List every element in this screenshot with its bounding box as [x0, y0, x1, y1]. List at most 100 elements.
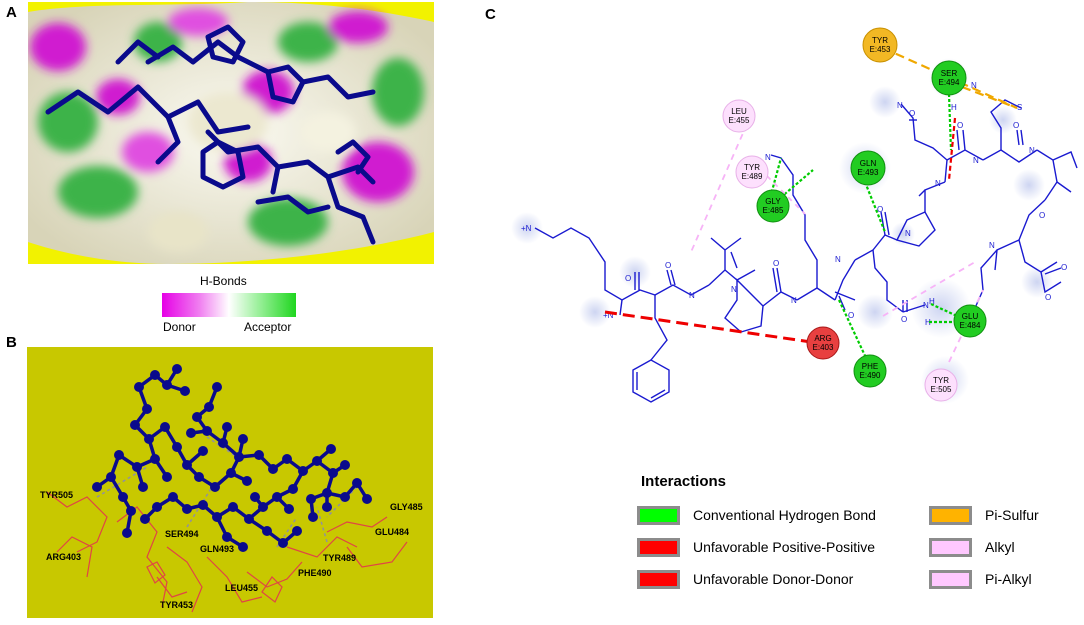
ligand-atom	[160, 422, 170, 432]
svg-text:TYR: TYR	[933, 376, 949, 385]
ligand-atom	[212, 382, 222, 392]
label-gly485: GLY485	[390, 502, 423, 512]
ligand-atom	[192, 412, 202, 422]
label-phe490: PHE490	[298, 568, 332, 578]
ligand-atom	[352, 478, 362, 488]
ligand-atom	[292, 526, 302, 536]
legend-label: Conventional Hydrogen Bond	[693, 507, 876, 523]
legend-label: Unfavorable Donor-Donor	[693, 571, 854, 587]
ligand-atom	[254, 450, 264, 460]
svg-text:S: S	[1017, 103, 1022, 112]
panel-b-ballstick-image: TYR505 ARG403 SER494 GLN493 TYR453 LEU45…	[27, 347, 433, 618]
residue-arg403: ARG E:403	[806, 326, 840, 360]
ligand-atom	[140, 514, 150, 524]
legend-label: Pi-Alkyl	[985, 571, 1032, 587]
svg-text:E:489: E:489	[742, 172, 763, 181]
unfavorable-arg403	[604, 310, 812, 344]
legend-swatch	[637, 538, 680, 557]
ligand-atom	[182, 504, 192, 514]
label-ser494: SER494	[165, 529, 199, 539]
legend-swatch	[929, 570, 972, 589]
ligand-atom	[212, 512, 222, 522]
hbond-phe490	[838, 299, 868, 361]
ligand-atom	[144, 434, 154, 444]
svg-text:N: N	[689, 291, 695, 300]
ligand-atom	[298, 466, 308, 476]
panel-c-2d-interaction-diagram: +N +N O O N N O N N O O N O N N O N O N …	[505, 0, 1084, 420]
ligand-atom	[272, 492, 282, 502]
ligand-atom	[204, 402, 214, 412]
alkyl-tyr505	[948, 289, 984, 363]
ligand-atom	[244, 514, 254, 524]
ligand-atom	[202, 426, 212, 436]
ligand-atom	[268, 464, 278, 474]
ligand-atom	[222, 532, 232, 542]
interactions-legend: Interactions Conventional Hydrogen Bond …	[631, 463, 1051, 618]
interaction-svg: +N +N O O N N O N N O O N O N N O N O N …	[511, 27, 1078, 404]
ligand-atom	[118, 492, 128, 502]
panel-a-surface-image	[28, 2, 434, 264]
ligand-atom	[238, 434, 248, 444]
ligand-atom-labels: +N +N O O N N O N N O O N O N N O N O N …	[521, 81, 1067, 327]
svg-text:H: H	[925, 318, 931, 327]
svg-text:GLN: GLN	[860, 159, 877, 168]
ligand-atom	[106, 472, 116, 482]
ligand-atom	[210, 482, 220, 492]
unfavorable-line-ser	[947, 117, 957, 181]
hbond-gln493	[863, 181, 887, 233]
residue-labels: TYR505 ARG403 SER494 GLN493 TYR453 LEU45…	[40, 490, 423, 610]
svg-text:N: N	[923, 301, 929, 310]
label-arg403: ARG403	[46, 552, 81, 562]
ligand-ballstick	[92, 364, 372, 552]
svg-text:O: O	[1039, 211, 1045, 220]
residue-tyr489: TYR E:489	[735, 155, 769, 189]
ligand-atom	[198, 500, 208, 510]
ligand-skeleton	[534, 99, 1078, 403]
ligand-atom	[132, 462, 142, 472]
ligand-atom	[138, 482, 148, 492]
ligand-atom	[312, 456, 322, 466]
label-tyr505: TYR505	[40, 490, 73, 500]
residue-leu455: LEU E:455	[722, 99, 756, 133]
ligand-atom	[162, 380, 172, 390]
residue-phe490: PHE E:490	[853, 354, 887, 388]
ligand-atom	[134, 382, 144, 392]
ligand-atom	[182, 460, 192, 470]
ligand-atom	[278, 538, 288, 548]
svg-text:+N: +N	[521, 224, 532, 233]
ligand-atom	[162, 472, 172, 482]
residue-nodes: TYR E:453 SER E:494 LEU E:455 TYR E:489 …	[722, 27, 987, 402]
panel-a-letter: A	[6, 4, 17, 21]
svg-text:N: N	[971, 81, 977, 90]
svg-text:N: N	[765, 153, 771, 162]
svg-text:GLY: GLY	[765, 197, 781, 206]
label-leu455: LEU455	[225, 583, 258, 593]
panel-c-letter: C	[485, 6, 496, 23]
ligand-atom	[242, 476, 252, 486]
surface-svg	[28, 2, 434, 264]
svg-text:N: N	[791, 296, 797, 305]
svg-text:N: N	[989, 241, 995, 250]
ligand-atom	[180, 386, 190, 396]
ligand-atom	[306, 494, 316, 504]
ligand-atom	[262, 526, 272, 536]
svg-text:E:490: E:490	[860, 371, 881, 380]
svg-text:E:505: E:505	[931, 385, 952, 394]
legend-swatch	[637, 570, 680, 589]
svg-text:E:494: E:494	[939, 78, 960, 87]
ligand-atom	[282, 454, 292, 464]
svg-text:GLU: GLU	[962, 312, 979, 321]
legend-label: Unfavorable Positive-Positive	[693, 539, 876, 555]
ligand-atom	[326, 444, 336, 454]
residue-glu484: GLU E:484	[953, 304, 987, 338]
ligand-atom	[250, 492, 260, 502]
ligand-atom	[198, 446, 208, 456]
ligand-sticks	[45, 24, 376, 245]
legend-title: Interactions	[641, 473, 727, 490]
svg-text:O: O	[625, 274, 631, 283]
svg-text:N: N	[973, 156, 979, 165]
ligand-atom	[308, 512, 318, 522]
ligand-atom	[238, 542, 248, 552]
svg-text:SER: SER	[941, 69, 958, 78]
ligand-atom	[228, 502, 238, 512]
